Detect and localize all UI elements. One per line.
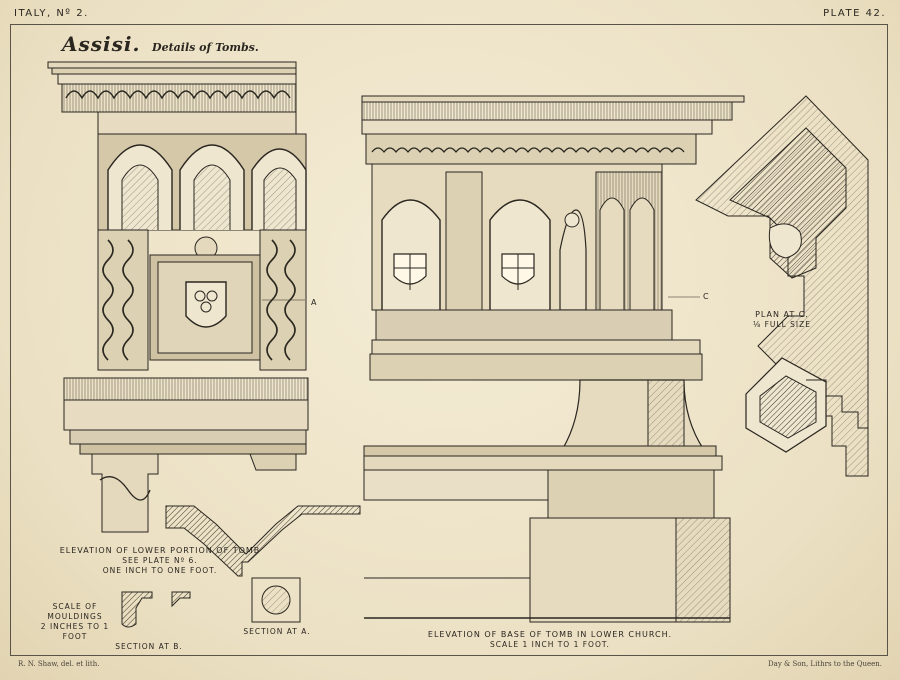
- series-label: ITALY, Nº 2.: [14, 8, 89, 19]
- caption-base-tomb-line1: ELEVATION OF BASE OF TOMB IN LOWER CHURC…: [427, 630, 673, 639]
- caption-lower-tomb-line1: ELEVATION OF LOWER PORTION OF TOMB: [59, 546, 261, 555]
- lower-tomb-elevation: [47, 61, 309, 533]
- title-place: Assisi.: [62, 32, 141, 56]
- caption-base-tomb: ELEVATION OF BASE OF TOMB IN LOWER CHURC…: [400, 630, 700, 650]
- label-c-marker: C: [703, 292, 709, 301]
- plate-title: Assisi. Details of Tombs.: [62, 32, 259, 56]
- plate-number: PLATE 42.: [823, 8, 886, 19]
- caption-lower-tomb-line3: ONE INCH TO ONE FOOT.: [102, 566, 218, 575]
- caption-lower-tomb: ELEVATION OF LOWER PORTION OF TOMB SEE P…: [40, 546, 280, 576]
- printer-credit: Day & Son, Lithrs to the Queen.: [768, 660, 882, 668]
- caption-mouldings: SCALE OF MOULDINGS 2 INCHES TO 1 FOOT: [30, 602, 120, 642]
- section-a-profile: [165, 505, 361, 623]
- caption-lower-tomb-line2: SEE PLATE Nº 6.: [122, 556, 198, 565]
- plate-border: [10, 24, 888, 656]
- title-subtitle: Details of Tombs.: [152, 41, 259, 54]
- caption-section-b: SECTION AT B.: [115, 642, 183, 651]
- section-b-profile: [121, 591, 191, 628]
- caption-mouldings-line2: 2 INCHES TO 1 FOOT: [40, 622, 110, 641]
- artist-credit: R. N. Shaw, del. et lith.: [18, 660, 100, 668]
- caption-base-tomb-line2: SCALE 1 INCH TO 1 FOOT.: [490, 640, 610, 649]
- plan-c-drawing: [695, 95, 869, 477]
- caption-section-a: SECTION AT A.: [243, 627, 311, 636]
- caption-plan-c: PLAN AT C. ⅛ FULL SIZE: [742, 310, 822, 330]
- base-tomb-elevation: [361, 95, 745, 623]
- caption-plan-c-line2: ⅛ FULL SIZE: [752, 320, 812, 329]
- label-a-marker: A: [311, 298, 317, 307]
- caption-mouldings-line1: SCALE OF MOULDINGS: [47, 602, 103, 621]
- caption-plan-c-line1: PLAN AT C.: [755, 310, 809, 319]
